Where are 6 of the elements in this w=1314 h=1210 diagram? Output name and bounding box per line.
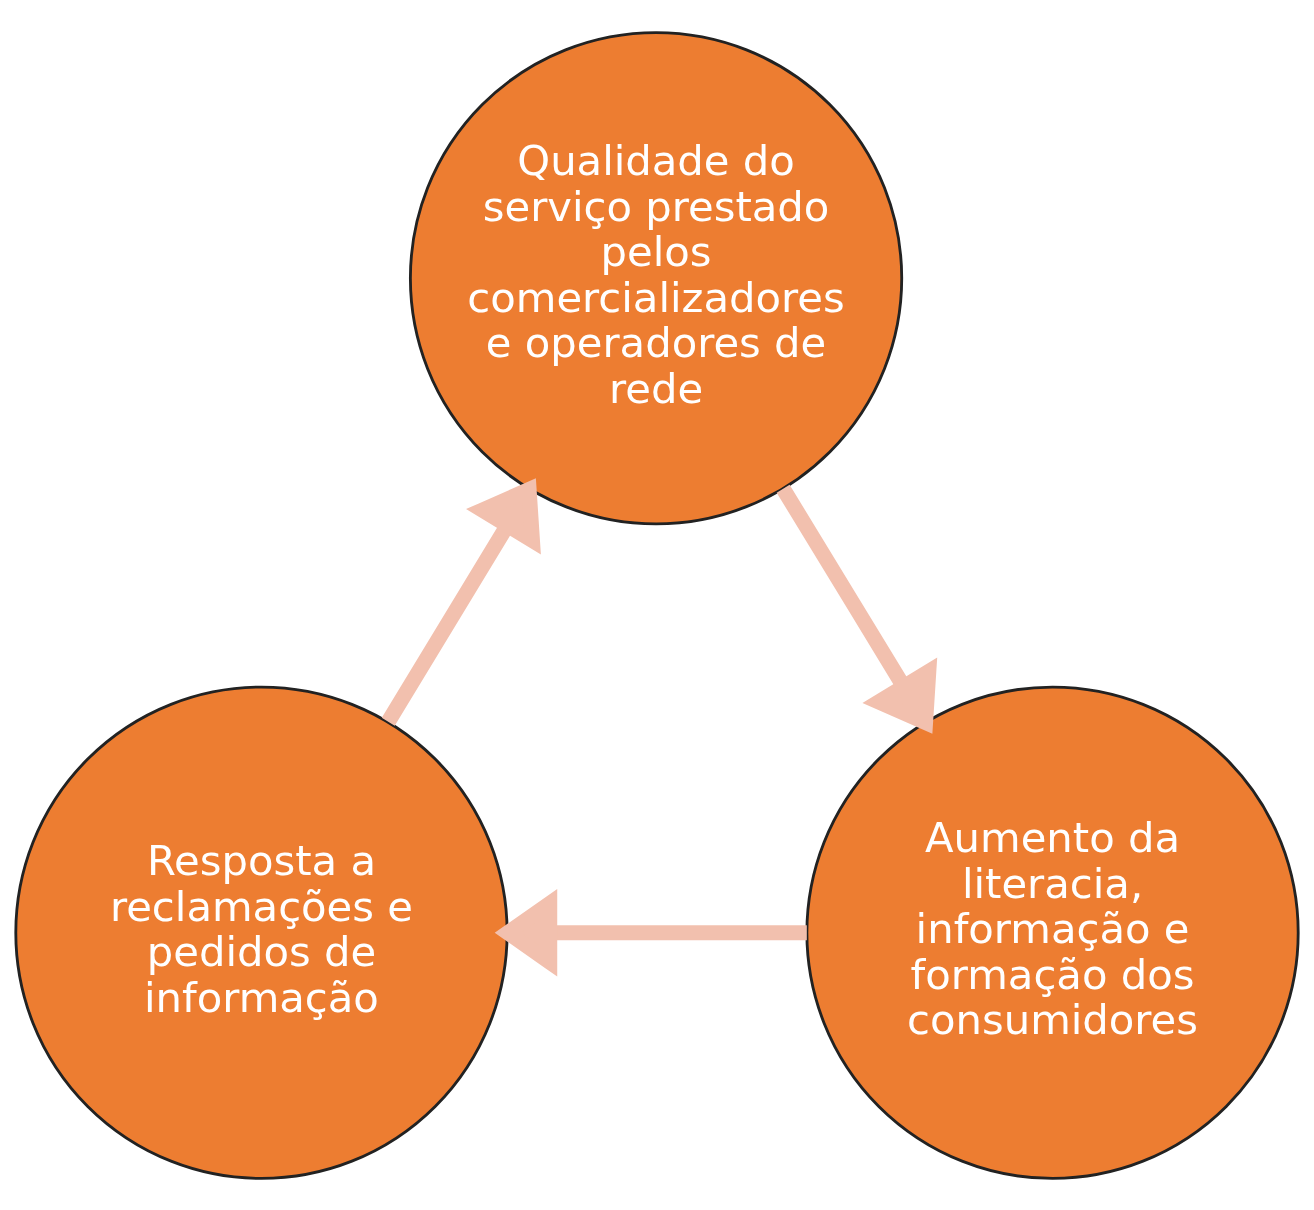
arrow — [494, 888, 807, 977]
node-circle: Aumento da literacia, informação e formação dos consumidores — [805, 685, 1300, 1180]
node-circle: Qualidade do serviço prestado pelos comercializadores e operadores de rede — [408, 30, 904, 525]
node-circle: Resposta a reclamações e pedidos de informação — [14, 685, 509, 1180]
arrow — [776, 484, 938, 734]
arrow — [381, 477, 541, 726]
